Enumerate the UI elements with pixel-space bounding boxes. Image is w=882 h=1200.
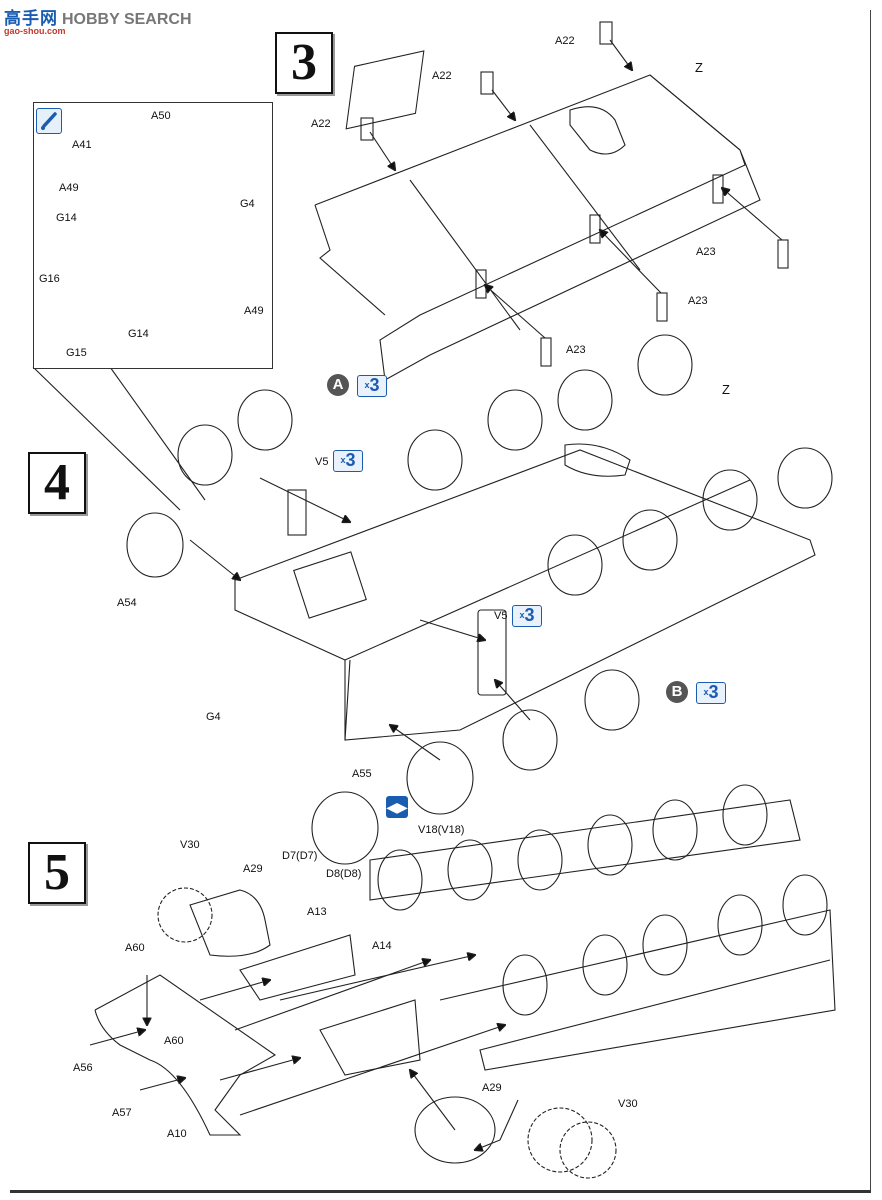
part-label-v30: V30 — [180, 839, 200, 851]
part-label-g16: G16 — [39, 273, 60, 285]
part-label-a50: A50 — [151, 110, 171, 122]
part-label-g14: G14 — [128, 328, 149, 340]
watermark-url: gao-shou.com — [4, 26, 66, 36]
part-label-v5: V5 — [494, 610, 508, 622]
quantity-value: 3 — [345, 450, 356, 470]
part-label-a49: A49 — [244, 305, 264, 317]
step4-hull — [126, 334, 833, 865]
step5-drawing — [89, 784, 836, 1179]
quantity-value: 3 — [708, 682, 719, 702]
part-label-z: Z — [695, 60, 703, 75]
part-label-a55: A55 — [352, 768, 372, 780]
part-label-a23: A23 — [566, 344, 586, 356]
paint-brush-icon — [36, 108, 62, 134]
part-label-a56: A56 — [73, 1062, 93, 1074]
part-label-a54: A54 — [117, 597, 137, 609]
part-label-v5: V5 — [315, 456, 329, 468]
part-label-g14: G14 — [56, 212, 77, 224]
step-number-3: 3 — [275, 32, 333, 94]
quantity-prefix: x — [703, 687, 709, 697]
part-label-a29: A29 — [243, 863, 263, 875]
part-label-a29: A29 — [482, 1082, 502, 1094]
part-label-g4: G4 — [206, 711, 221, 723]
part-label-a13: A13 — [307, 906, 327, 918]
part-label-a22: A22 — [311, 118, 331, 130]
quantity-badge-v5: x3 — [512, 605, 542, 627]
part-label-a23: A23 — [688, 295, 708, 307]
quantity-prefix: x — [340, 455, 346, 465]
part-label-a60: A60 — [164, 1035, 184, 1047]
part-label-d7: D7(D7) — [282, 850, 318, 862]
part-label-v18: V18(V18) — [418, 824, 465, 836]
subassembly-b-badge: B — [666, 681, 688, 703]
part-label-a60: A60 — [125, 942, 145, 954]
step3-hull-top — [314, 21, 789, 381]
part-label-a14: A14 — [372, 940, 392, 952]
part-label-a41: A41 — [72, 139, 92, 151]
paint-brush-glyph — [41, 112, 57, 130]
part-label-a23: A23 — [696, 246, 716, 258]
part-label-d8: D8(D8) — [326, 868, 362, 880]
reverse-side-icon: ◀▶ — [386, 796, 408, 818]
quantity-prefix: x — [364, 380, 370, 390]
part-label-a10: A10 — [167, 1128, 187, 1140]
part-label-g15: G15 — [66, 347, 87, 359]
part-label-g4: G4 — [240, 198, 255, 210]
watermark-brand-cn: 高手网 — [4, 9, 58, 28]
quantity-prefix: x — [519, 610, 525, 620]
watermark-brand-en: HOBBY SEARCH — [62, 11, 192, 28]
part-label-z: Z — [722, 382, 730, 397]
part-label-a22: A22 — [555, 35, 575, 47]
page-frame — [10, 10, 871, 1193]
part-label-v30: V30 — [618, 1098, 638, 1110]
quantity-value: 3 — [524, 605, 535, 625]
quantity-badge-v5: x3 — [333, 450, 363, 472]
step-number-4: 4 — [28, 452, 86, 514]
part-label-a22: A22 — [432, 70, 452, 82]
part-label-a49: A49 — [59, 182, 79, 194]
subassembly-a-badge: A — [327, 374, 349, 396]
detail-inset-panel — [33, 102, 273, 369]
quantity-badge-b: x3 — [696, 682, 726, 704]
part-label-a57: A57 — [112, 1107, 132, 1119]
step-number-5: 5 — [28, 842, 86, 904]
quantity-value: 3 — [369, 375, 380, 395]
quantity-badge-a: x3 — [357, 375, 387, 397]
